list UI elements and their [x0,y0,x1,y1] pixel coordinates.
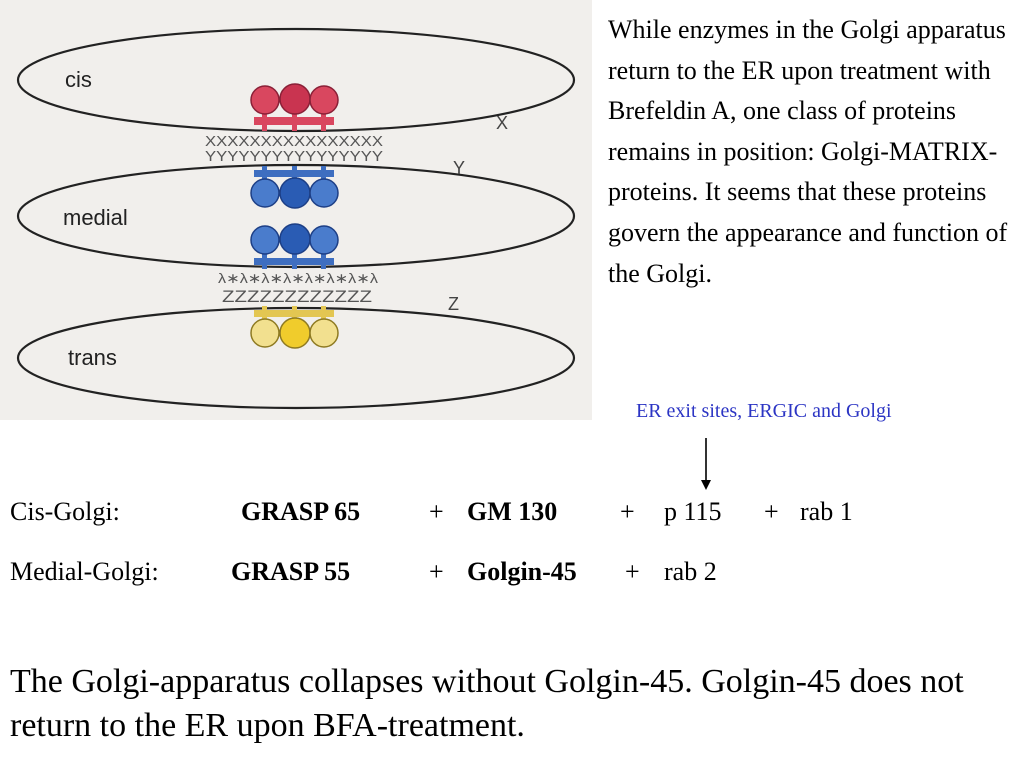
trans-protein-head [250,318,280,348]
x-linker-row: XXXXXXXXXXXXXXXX [205,133,383,150]
medial-protein-base [254,170,334,177]
rab2-term: rab 2 [664,557,717,586]
trans-protein-head [309,318,339,348]
y-linker-label: Y [453,158,465,178]
medial-protein-head [309,178,339,208]
medial-protein-stem [321,245,326,269]
plus-sign: + [625,557,640,586]
golgi-diagram: cis medial trans X Y Z XXXXXXXXXXXXXXXX … [0,0,592,420]
plus-sign: + [620,497,635,526]
conclusion-paragraph: The Golgi-apparatus collapses without Go… [10,663,964,744]
cis-label: cis [65,67,92,92]
er-exit-caption: ER exit sites, ERGIC and Golgi [636,400,892,422]
rab1-term: rab 1 [800,497,853,526]
plus-sign: + [764,497,779,526]
medial-protein-head [250,225,280,255]
medial-label: medial [63,205,128,230]
plus-sign: + [429,497,444,526]
down-arrow-icon [701,438,711,490]
y-linker-row: YYYYYYYYYYYYYYYY [205,148,383,165]
trans-protein-base [254,310,334,317]
medial-protein-stem [292,245,297,269]
gm130-term: GM 130 [467,497,558,526]
medial-golgi-label: Medial-Golgi: [10,557,159,586]
z-linker-row: ZZZZZZZZZZZZ [222,287,372,306]
golgi-diagram-svg: cis medial trans X Y Z XXXXXXXXXXXXXXXX … [16,27,576,410]
medial-protein-head [309,225,339,255]
x-linker-label: X [496,113,508,133]
grasp55-term: GRASP 55 [231,557,351,586]
medial-protein-head [279,177,311,209]
star-linker-row: λ∗λ∗λ∗λ∗λ∗λ∗λ∗λ [218,270,378,286]
medial-protein-head [250,178,280,208]
cis-protein-head [309,85,339,115]
trans-protein-head [279,317,311,349]
trans-protein-cluster [250,306,339,349]
medial-protein-stem [262,245,267,269]
medial-lower-protein-cluster [250,223,339,269]
cis-protein-base [254,117,334,125]
cis-protein-head [250,85,280,115]
p115-term: p 115 [664,497,722,526]
golgin45-term: Golgin-45 [467,557,577,586]
cis-golgi-label: Cis-Golgi: [10,497,120,526]
medial-protein-head [279,223,311,255]
z-linker-label: Z [448,294,459,314]
cis-protein-cluster [250,83,339,131]
plus-sign: + [429,557,444,586]
cis-protein-head [279,83,311,115]
medial-upper-protein-cluster [250,166,339,209]
intro-paragraph: While enzymes in the Golgi apparatus ret… [608,15,1008,288]
grasp65-term: GRASP 65 [241,497,361,526]
trans-label: trans [68,345,117,370]
medial-protein-base [254,258,334,265]
